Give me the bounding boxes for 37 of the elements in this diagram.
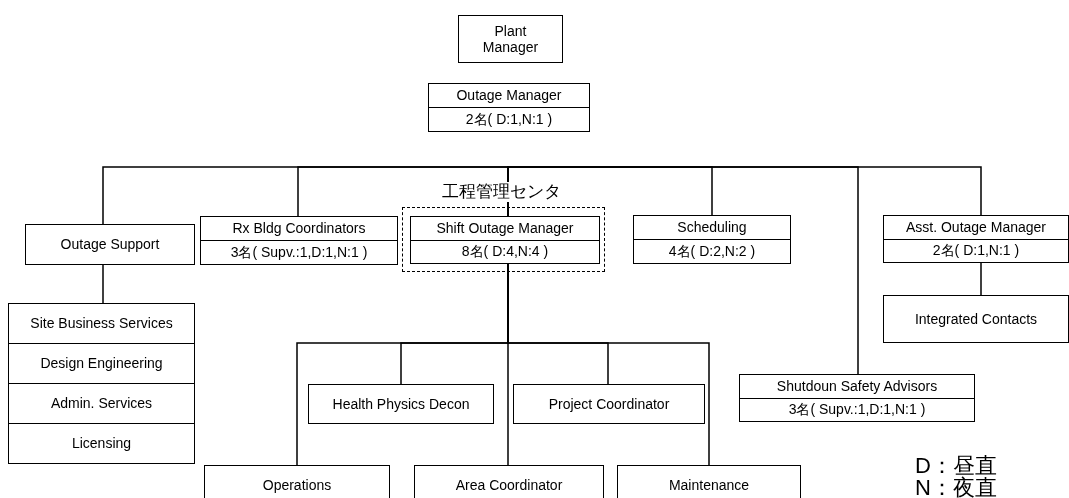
position-box: Operations <box>204 465 390 498</box>
position-box: Admin. Services <box>8 383 195 424</box>
staff-count: 3名( Supv.:1,D:1,N:1 ) <box>230 244 368 261</box>
staff-count: 3名( Supv.:1,D:1,N:1 ) <box>788 402 926 418</box>
position-title: Outage Manager <box>456 87 562 104</box>
position-box: Design Engineering <box>8 343 195 384</box>
group-heading: 工程管理センタ <box>442 182 561 203</box>
connector-line <box>102 264 104 304</box>
staff-count: 8名( D:4,N:4 ) <box>461 244 549 260</box>
connector-line <box>297 166 509 217</box>
position-title: Rx Bldg Coordinators <box>232 220 366 237</box>
position-box: Licensing <box>8 423 195 464</box>
position-title: Shift Outage Manager <box>436 220 574 236</box>
staff-count: 4名( D:2,N:2 ) <box>668 243 756 260</box>
staff-count: 2名( D:1,N:1 ) <box>465 111 553 128</box>
position-box <box>428 83 590 132</box>
position-box: Outage Support <box>25 224 195 265</box>
position-box: Area Coordinator <box>414 465 604 498</box>
position-box <box>410 216 600 264</box>
position-box: Health Physics Decon <box>308 384 494 424</box>
position-box: Site Business Services <box>8 303 195 344</box>
position-title: Shutdoun Safety Advisors <box>776 378 938 394</box>
position-title: Scheduling <box>677 219 747 236</box>
position-box <box>633 215 791 264</box>
staff-count: 2名( D:1,N:1 ) <box>932 243 1020 259</box>
abbreviation-note: D：昼直 <box>915 455 997 477</box>
connector-line <box>980 262 982 296</box>
position-box <box>739 374 975 422</box>
connector-line <box>507 166 982 217</box>
position-box <box>200 216 398 265</box>
abbreviation-note: N：夜直 <box>915 477 997 498</box>
position-box: Maintenance <box>617 465 801 498</box>
position-box <box>883 215 1069 263</box>
position-title: Asst. Outage Manager <box>905 219 1047 235</box>
position-box: Integrated Contacts <box>883 295 1069 343</box>
position-box: Plant Manager <box>458 15 563 63</box>
position-box: Project Coordinator <box>513 384 705 424</box>
